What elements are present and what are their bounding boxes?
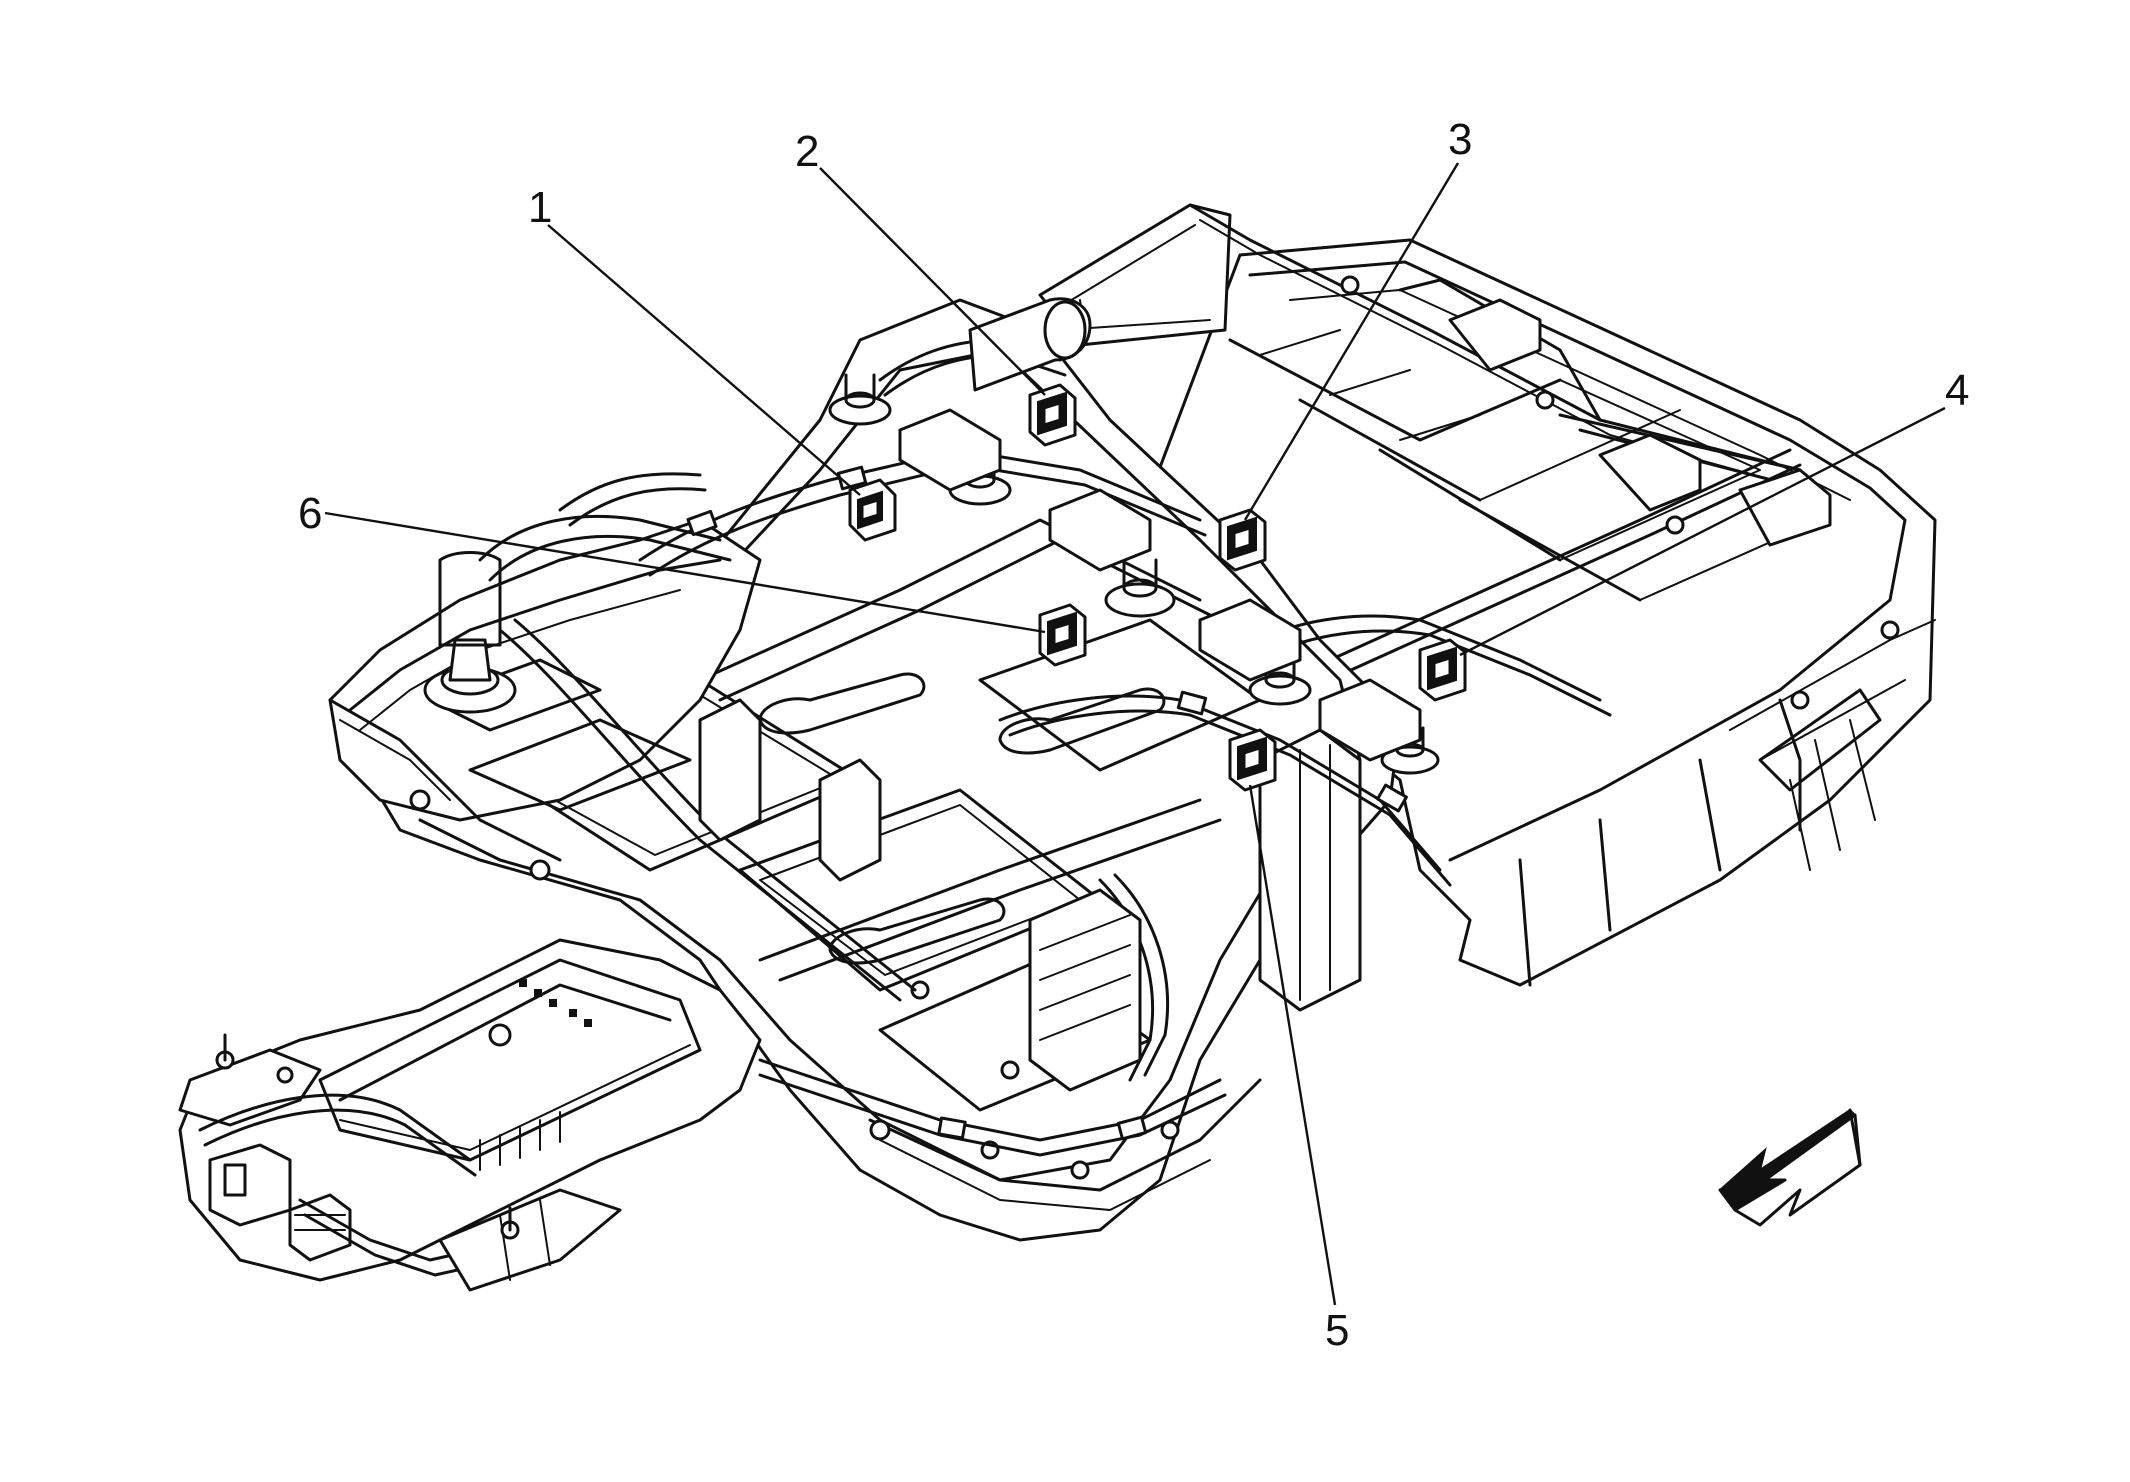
leader-line-3 [1243, 162, 1460, 521]
battery-case-left-section [328, 472, 762, 881]
connector-6 [1038, 603, 1087, 667]
callout-4: 4 [1945, 366, 1969, 415]
callout-1: 1 [528, 183, 552, 232]
connector-2 [1028, 383, 1077, 447]
front-direction-arrow-icon [1718, 1108, 1862, 1227]
leader-line-4 [1459, 406, 1946, 657]
battery-case-rear-section [1038, 203, 1937, 987]
callout-2: 2 [795, 127, 819, 176]
leader-line-1 [547, 224, 861, 496]
callout-6: 6 [298, 489, 322, 538]
connector-4 [1418, 638, 1467, 702]
front-electronics-module [178, 938, 762, 1292]
leader-line-6 [324, 511, 1046, 634]
connector-1 [848, 478, 897, 542]
callout-5: 5 [1325, 1306, 1349, 1355]
leader-line-5 [1248, 784, 1337, 1306]
callout-3: 3 [1448, 115, 1472, 164]
module-terminal-fittings [698, 297, 1440, 1092]
leader-line-2 [819, 167, 1046, 396]
leader-lines [324, 162, 1946, 1306]
connector-5 [1228, 728, 1277, 792]
connector-3 [1218, 508, 1267, 572]
callout-labels: 1 2 3 4 5 6 [298, 115, 1969, 1355]
